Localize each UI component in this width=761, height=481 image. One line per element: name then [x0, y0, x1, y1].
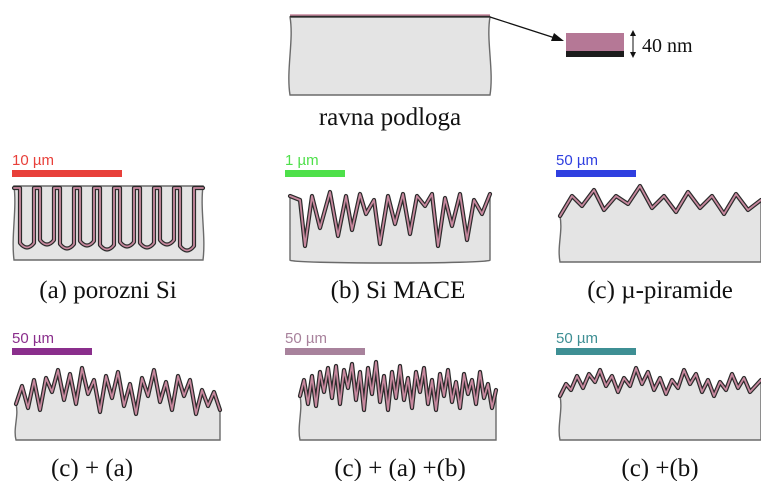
caption-ca: (c) + (a) — [51, 455, 133, 481]
thickness-label: 40 nm — [642, 35, 693, 57]
panel-c-plus-b: 50 µm (c) +(b) — [556, 330, 761, 481]
scalebar-label-a: 10 µm — [12, 152, 54, 169]
zoom-arrowhead — [551, 33, 564, 41]
scalebar-label-cab: 50 µm — [285, 330, 327, 347]
scalebar-label-ca: 50 µm — [12, 330, 54, 347]
thickness-arrow — [630, 30, 636, 58]
panel-b: 1 µm (b) Si MACE — [285, 152, 493, 304]
scalebar-cb — [556, 348, 636, 355]
panel-c-plus-a: 50 µm (c) + (a) — [12, 330, 223, 481]
panel-c: 50 µm (c) µ-piramide — [556, 152, 761, 304]
scalebar-label-b: 1 µm — [285, 152, 319, 169]
zoom-arrow — [489, 16, 556, 39]
scalebar-label-cb: 50 µm — [556, 330, 598, 347]
flat-substrate-caption: ravna podloga — [319, 104, 461, 131]
panel-a: 10 µm (a) porozni Si — [11, 152, 206, 304]
caption-b: (b) Si MACE — [331, 277, 466, 304]
scalebar-b — [285, 170, 345, 177]
flat-substrate — [288, 14, 492, 96]
panel-c-plus-a-plus-b: 50 µm (c) + (a) +(b) — [285, 330, 499, 481]
scalebar-ca — [12, 348, 92, 355]
scalebar-cab — [285, 348, 365, 355]
caption-a: (a) porozni Si — [39, 277, 177, 304]
caption-cab: (c) + (a) +(b) — [334, 455, 466, 481]
caption-cb: (c) +(b) — [621, 455, 698, 481]
scalebar-c — [556, 170, 636, 177]
scalebar-label-c: 50 µm — [556, 152, 598, 169]
caption-c: (c) µ-piramide — [587, 277, 733, 304]
scalebar-a — [12, 170, 122, 177]
coating-layer-detail — [566, 33, 624, 57]
